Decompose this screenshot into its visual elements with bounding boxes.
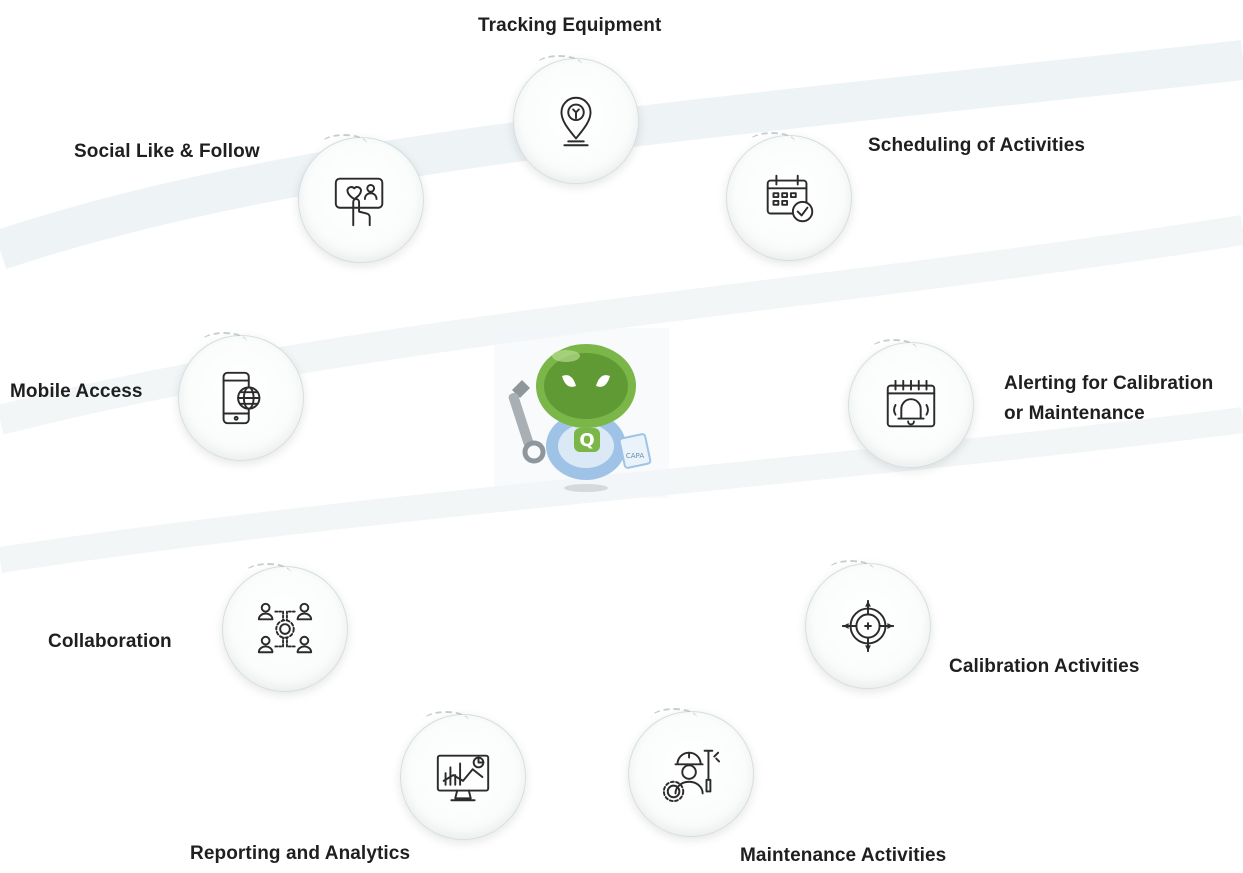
target-crosshair-icon (841, 599, 895, 653)
robot-mascot-icon: Q CAPA (494, 328, 669, 498)
node-maintenance-activities[interactable] (628, 708, 754, 837)
label-mobile-access: Mobile Access (10, 381, 143, 402)
label-maintenance-activities: Maintenance Activities (740, 845, 947, 866)
node-reporting-analytics[interactable] (400, 711, 526, 840)
robot-badge: Q (579, 430, 594, 451)
label-alerting-calibration-maintenance: Alerting for Calibration or Maintenance (1004, 369, 1213, 429)
node-alerting-calibration-maintenance[interactable] (848, 339, 974, 468)
label-alerting-line-1: Alerting for Calibration (1004, 373, 1214, 394)
label-reporting-analytics: Reporting and Analytics (190, 843, 411, 864)
robot-tag-text: CAPA (626, 452, 644, 460)
label-alerting-line-2: or Maintenance (1004, 403, 1145, 424)
worker-tools-gear-icon (662, 749, 721, 803)
calendar-check-icon (766, 174, 814, 223)
node-tracking-equipment[interactable] (513, 55, 639, 184)
node-collaboration[interactable] (222, 563, 348, 692)
label-scheduling-activities: Scheduling of Activities (868, 135, 1086, 156)
location-pin-wrench-icon (560, 96, 592, 147)
node-calibration-activities[interactable] (805, 560, 931, 689)
node-social-like-follow[interactable] (298, 134, 424, 263)
node-mobile-access[interactable] (178, 332, 304, 461)
label-collaboration: Collaboration (48, 631, 172, 652)
social-like-follow-icon (334, 177, 384, 227)
people-network-gear-icon (257, 602, 313, 654)
calendar-bell-icon (886, 379, 936, 428)
label-calibration-activities: Calibration Activities (949, 656, 1140, 677)
node-scheduling-activities[interactable] (726, 132, 852, 261)
label-tracking-equipment: Tracking Equipment (478, 15, 662, 36)
label-social-like-follow: Social Like & Follow (74, 141, 260, 162)
mobile-globe-icon (222, 371, 261, 425)
monitor-chart-icon (436, 754, 490, 802)
